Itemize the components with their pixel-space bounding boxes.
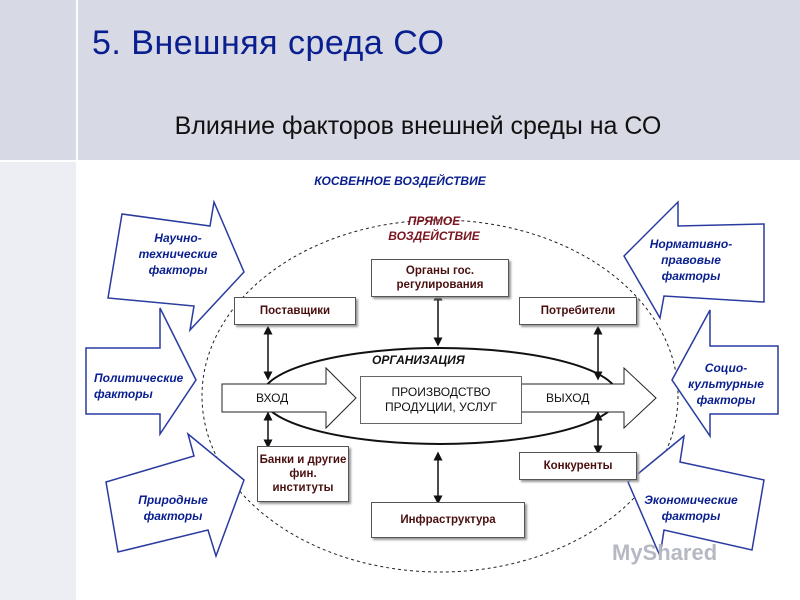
regulators-box: Органы гос. регулирования bbox=[371, 259, 509, 297]
economic-factor-arrow bbox=[627, 434, 765, 559]
natural-factor-label: Природные факторы bbox=[138, 493, 208, 523]
legal-factor-arrow bbox=[623, 200, 765, 321]
output-label: ВЫХОД bbox=[546, 391, 590, 405]
left-panel bbox=[0, 160, 78, 600]
organization-label: ОРГАНИЗАЦИЯ bbox=[372, 353, 465, 367]
indirect-influence-label: КОСВЕННОЕ ВОЗДЕЙСТВИЕ bbox=[314, 174, 486, 188]
scientific-factor-label: Научно-технические факторы bbox=[138, 231, 218, 277]
banks-box: Банки и другие фин. институты bbox=[257, 446, 349, 502]
political-factor-label: Политические факторы bbox=[94, 371, 184, 401]
sociocultural-factor-label: Социо-культурные факторы bbox=[688, 361, 764, 407]
slide-subtitle: Влияние факторов внешней среды на СО bbox=[174, 112, 662, 140]
competitors-box: Конкуренты bbox=[519, 452, 637, 480]
vertical-accent-line bbox=[76, 0, 78, 600]
legal-factor-label: Нормативно-правовые факторы bbox=[649, 237, 733, 283]
title-band bbox=[0, 0, 800, 160]
scientific-factor-arrow bbox=[107, 199, 245, 333]
infrastructure-box: Инфраструктура bbox=[371, 502, 525, 538]
production-box: ПРОИЗВОДСТВО ПРОДУЦИИ, УСЛУГ bbox=[360, 376, 522, 424]
direct-influence-label: ПРЯМОЕ ВОЗДЕЙСТВИЕ bbox=[388, 214, 480, 243]
slide-title: 5. Внешняя среда СО bbox=[92, 24, 445, 62]
natural-factor-arrow bbox=[105, 431, 245, 559]
input-arrow bbox=[221, 366, 357, 430]
political-factor-arrow bbox=[85, 307, 197, 437]
suppliers-box: Поставщики bbox=[234, 297, 356, 325]
sociocultural-factor-arrow bbox=[671, 309, 779, 439]
output-arrow bbox=[519, 366, 657, 430]
horizontal-accent-line bbox=[0, 160, 800, 162]
watermark-logo: MyShared bbox=[612, 540, 718, 565]
direct-influence-ellipse bbox=[201, 219, 679, 573]
economic-factor-label: Экономические факторы bbox=[644, 493, 738, 523]
consumers-box: Потребители bbox=[519, 297, 637, 325]
input-label: ВХОД bbox=[256, 391, 289, 405]
